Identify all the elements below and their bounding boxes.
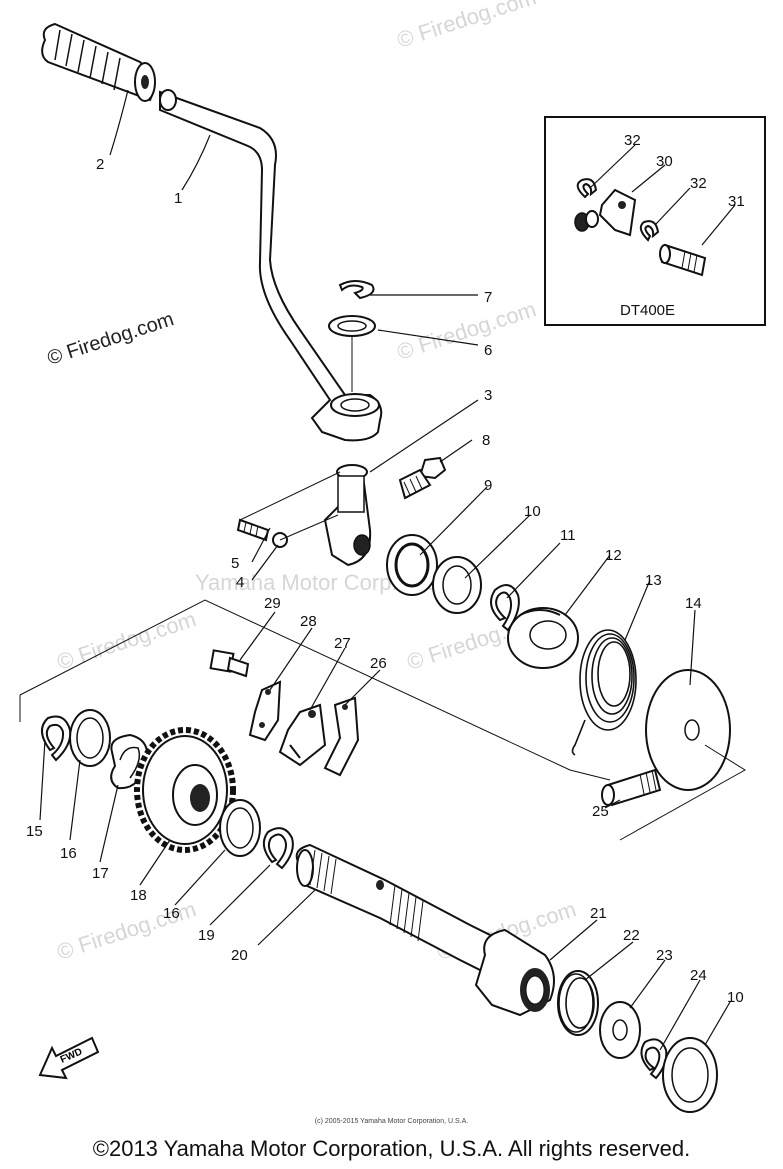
label-16: 16 (60, 845, 77, 862)
label-19: 19 (198, 927, 215, 944)
label-22: 22 (623, 927, 640, 944)
assembly-line-upper (19, 599, 611, 781)
label-28: 28 (300, 613, 317, 630)
ratchet-27-part (278, 703, 327, 767)
label-4: 4 (236, 574, 244, 591)
watermark-mid: © Firedog.com (394, 296, 539, 364)
plate-28-part (248, 680, 282, 742)
label-20: 20 (231, 947, 248, 964)
copyright-notice: ©2013 Yamaha Motor Corporation, U.S.A. A… (92, 1136, 691, 1161)
washer-16b-part (219, 799, 261, 857)
label-30: 30 (656, 153, 673, 170)
leader-3 (239, 471, 341, 521)
circlip-15-part (41, 715, 72, 762)
pin-25-part (601, 768, 662, 807)
washer-23-part (599, 1001, 641, 1059)
label-5: 5 (231, 555, 239, 572)
label-16b: 16 (163, 905, 180, 922)
label-2: 2 (96, 156, 104, 173)
label-27: 27 (334, 635, 351, 652)
kick-gear-18-part (134, 727, 236, 853)
kick-boss-3-part (323, 464, 372, 567)
label-10b: 10 (727, 989, 744, 1006)
ratchet-21-part (474, 928, 555, 1017)
stopper-26-part (323, 696, 360, 777)
kick-axle-20-part (295, 843, 503, 977)
torsion-spring-13-part (571, 629, 637, 756)
label-13: 13 (645, 572, 662, 589)
spring-5-part (236, 518, 270, 542)
small-copyright: (c) 2005-2015 Yamaha Motor Corporation, … (314, 1118, 469, 1125)
inset-model-label: DT400E (620, 302, 675, 319)
label-29: 29 (264, 595, 281, 612)
washer-6-part (328, 315, 376, 337)
assembly-line-right (619, 744, 746, 841)
watermark-firedog-left: © Firedog.com (45, 308, 177, 370)
label-8: 8 (482, 432, 490, 449)
label-17: 17 (92, 865, 109, 882)
washer-16-part (69, 709, 111, 767)
spring-22-part (557, 970, 599, 1036)
watermark-top: © Firedog.com (394, 0, 539, 53)
label-18: 18 (130, 887, 147, 904)
label-14: 14 (685, 595, 702, 612)
label-26: 26 (370, 655, 387, 672)
washer-10-part (432, 556, 482, 614)
label-3: 3 (484, 387, 492, 404)
plate-washer-14-part (645, 669, 731, 791)
circlip-19-part (262, 827, 294, 870)
label-15: 15 (26, 823, 43, 840)
label-12: 12 (605, 547, 622, 564)
label-32b: 32 (690, 175, 707, 192)
fwd-arrow-icon: FWD (38, 1036, 100, 1080)
leader-4 (279, 514, 339, 541)
kick-lever-part (159, 89, 383, 442)
inset-pin-31-part (659, 243, 707, 277)
label-21: 21 (590, 905, 607, 922)
inset-box (544, 116, 766, 326)
oil-seal-9-part (386, 534, 438, 596)
circlip-11-part (490, 584, 520, 632)
grip-part (41, 22, 156, 102)
label-9: 9 (484, 477, 492, 494)
inset-circlip-32a-part (576, 178, 598, 199)
label-6: 6 (484, 342, 492, 359)
bolt-8-part (398, 456, 447, 500)
circlip-7-part (338, 280, 375, 300)
inset-circlip-32b-part (639, 220, 660, 242)
washer-10b-part (662, 1037, 718, 1113)
bolt-29-part (209, 649, 250, 678)
label-24: 24 (690, 967, 707, 984)
leader-lines (39, 89, 736, 1051)
spring-guide-12-part (507, 607, 579, 669)
label-10: 10 (524, 503, 541, 520)
label-23: 23 (656, 947, 673, 964)
label-31: 31 (728, 193, 745, 210)
label-1: 1 (174, 190, 182, 207)
label-32a: 32 (624, 132, 641, 149)
inset-lever-30-part (574, 188, 637, 237)
label-11: 11 (560, 527, 576, 544)
label-25: 25 (592, 803, 609, 820)
label-7: 7 (484, 289, 492, 306)
